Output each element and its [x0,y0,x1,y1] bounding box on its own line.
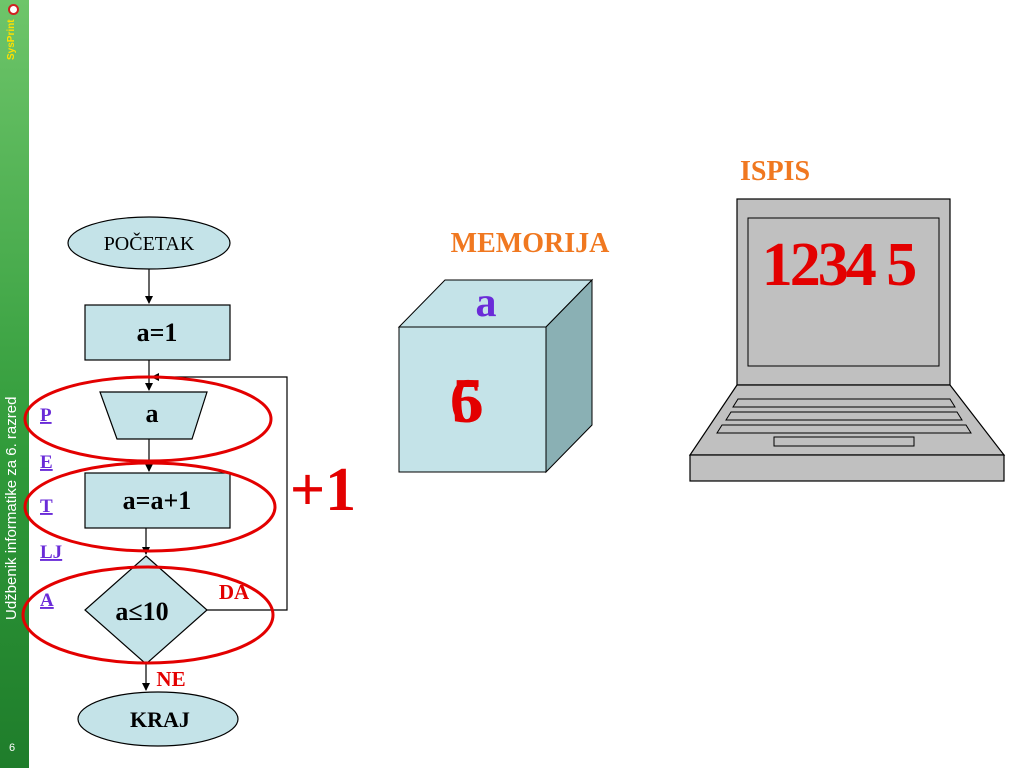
sidebar: SysPrint Udžbenik informatike za 6. razr… [0,0,29,768]
laptop: ISPIS 1234 5 [688,156,1006,482]
keyboard-row [725,411,963,421]
end-terminal [77,691,239,747]
memory-value-new: 5 [452,365,484,436]
memory-title: MEMORIJA [451,228,610,259]
flowchart: POČETAK a=1 a a=a+1 a≤10 DA NE KRAJ +1 [21,216,356,747]
loop-letter: LJ [40,542,62,563]
loop-letter: A [40,590,54,611]
condition-label: a≤10 [115,597,168,626]
assign-label: a=1 [137,318,178,347]
assign-process-box [84,304,231,361]
cube-front-face [398,326,547,473]
highlight-output [23,375,273,463]
sysprint-logo: SysPrint [6,4,22,60]
start-label: POČETAK [104,231,195,255]
output-label: a [146,399,159,428]
increment-label: a=a+1 [123,486,192,515]
laptop-screen [747,217,940,367]
memory-variable-name: a [476,280,497,326]
no-label: NE [156,667,185,691]
output-title: ISPIS [740,156,810,187]
loop-letters: P E T LJ A [40,405,62,611]
memory-cube: MEMORIJA a 6 5 [397,228,610,474]
keyboard-row [732,398,956,408]
highlight-increment [23,461,277,553]
loop-letter: E [40,452,53,473]
end-label: KRAJ [130,707,190,732]
screen-output-text: 1234 5 [762,231,916,299]
page-number: 6 [9,742,16,754]
loop-back-line [151,373,288,611]
keyboard-row [716,424,972,434]
memory-value-old: 6 [450,365,482,436]
highlight-condition [21,565,275,665]
loop-letter: P [40,405,52,426]
logo-circle-icon [8,4,19,15]
output-trapezoid [99,391,208,440]
loop-letter: T [40,496,53,517]
laptop-touchpad [773,436,915,447]
loop-plus-one: +1 [290,456,356,524]
increment-process-box [84,472,231,529]
laptop-base-edge [689,454,1005,482]
